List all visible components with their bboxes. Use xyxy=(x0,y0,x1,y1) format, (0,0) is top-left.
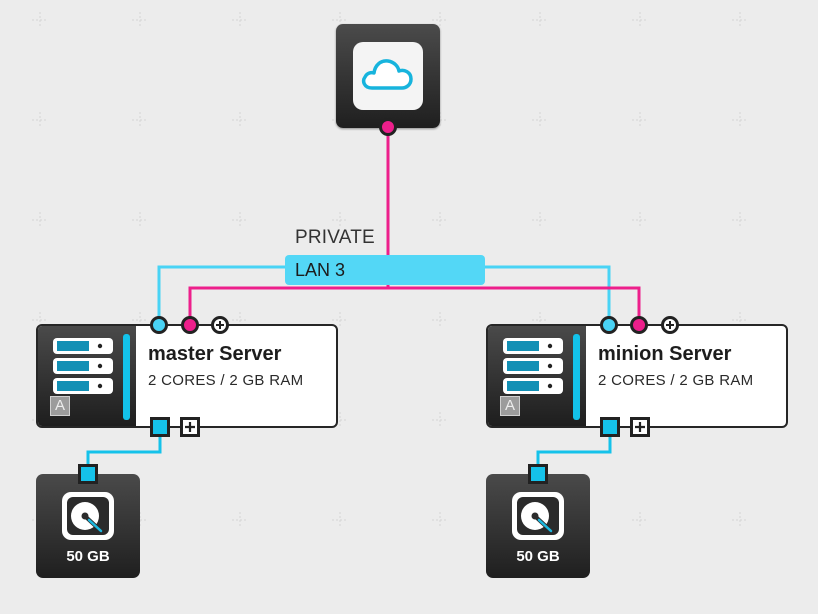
server-accent-bar xyxy=(123,334,130,420)
server-card-minion[interactable]: A minion Server 2 CORES / 2 GB RAM xyxy=(486,324,788,428)
grid-mark xyxy=(132,12,148,28)
grid-mark xyxy=(32,212,48,228)
cloud-tile xyxy=(353,42,423,110)
server-icon-panel: A xyxy=(38,326,136,426)
grid-mark xyxy=(432,312,448,328)
grid-mark xyxy=(32,12,48,28)
master-private-port[interactable] xyxy=(181,316,199,334)
grid-mark xyxy=(232,112,248,128)
server-spec: 2 CORES / 2 GB RAM xyxy=(598,372,754,389)
server-spec: 2 CORES / 2 GB RAM xyxy=(148,372,304,389)
server-name: minion Server xyxy=(598,343,732,365)
grid-mark xyxy=(532,12,548,28)
grid-mark xyxy=(632,12,648,28)
grid-mark xyxy=(532,112,548,128)
grid-mark xyxy=(732,112,748,128)
grid-mark xyxy=(632,212,648,228)
storage-volume-minion[interactable]: 50 GB xyxy=(486,474,590,578)
grid-mark xyxy=(432,412,448,428)
master-public-port[interactable] xyxy=(150,316,168,334)
minion-volume-port[interactable] xyxy=(528,464,548,484)
grid-mark xyxy=(232,12,248,28)
minion-add-nic-button[interactable] xyxy=(661,316,679,334)
grid-mark xyxy=(632,512,648,528)
grid-mark xyxy=(332,212,348,228)
grid-mark xyxy=(432,212,448,228)
volume-size: 50 GB xyxy=(516,548,560,565)
grid-mark xyxy=(332,412,348,428)
grid-mark xyxy=(32,112,48,128)
master-volume-port[interactable] xyxy=(78,464,98,484)
minion-storage-port[interactable] xyxy=(600,417,620,437)
hard-disk-icon xyxy=(62,492,114,540)
server-card-master[interactable]: A master Server 2 CORES / 2 GB RAM xyxy=(36,324,338,428)
internet-node[interactable] xyxy=(336,24,440,128)
availability-zone-badge: A xyxy=(50,396,70,416)
plus-icon xyxy=(666,321,674,329)
internet-private-port[interactable] xyxy=(379,118,397,136)
volume-size: 50 GB xyxy=(66,548,110,565)
storage-volume-master[interactable]: 50 GB xyxy=(36,474,140,578)
minion-add-storage-button[interactable] xyxy=(630,417,650,437)
lan-name: LAN 3 xyxy=(295,260,346,280)
grid-mark xyxy=(532,212,548,228)
grid-mark xyxy=(332,512,348,528)
grid-mark xyxy=(432,12,448,28)
grid-mark xyxy=(432,112,448,128)
availability-zone-badge: A xyxy=(500,396,520,416)
minion-private-port[interactable] xyxy=(630,316,648,334)
minion-public-port[interactable] xyxy=(600,316,618,334)
master-add-nic-button[interactable] xyxy=(211,316,229,334)
grid-mark xyxy=(232,512,248,528)
master-storage-port[interactable] xyxy=(150,417,170,437)
grid-mark xyxy=(432,512,448,528)
network-type-label: PRIVATE xyxy=(295,227,375,248)
plus-icon xyxy=(635,422,645,432)
cloud-icon xyxy=(361,59,413,90)
hard-disk-icon xyxy=(512,492,564,540)
lan-bar[interactable]: LAN 3 xyxy=(285,255,485,285)
grid-mark xyxy=(732,512,748,528)
grid-mark xyxy=(732,12,748,28)
master-add-storage-button[interactable] xyxy=(180,417,200,437)
grid-mark xyxy=(232,212,248,228)
plus-icon xyxy=(216,321,224,329)
server-icon-panel: A xyxy=(488,326,586,426)
grid-mark xyxy=(132,512,148,528)
plus-icon xyxy=(185,422,195,432)
server-rack-icon xyxy=(503,338,563,394)
server-rack-icon xyxy=(53,338,113,394)
server-name: master Server xyxy=(148,343,282,365)
grid-mark xyxy=(132,112,148,128)
grid-mark xyxy=(632,112,648,128)
server-accent-bar xyxy=(573,334,580,420)
grid-mark xyxy=(732,212,748,228)
grid-mark xyxy=(132,212,148,228)
